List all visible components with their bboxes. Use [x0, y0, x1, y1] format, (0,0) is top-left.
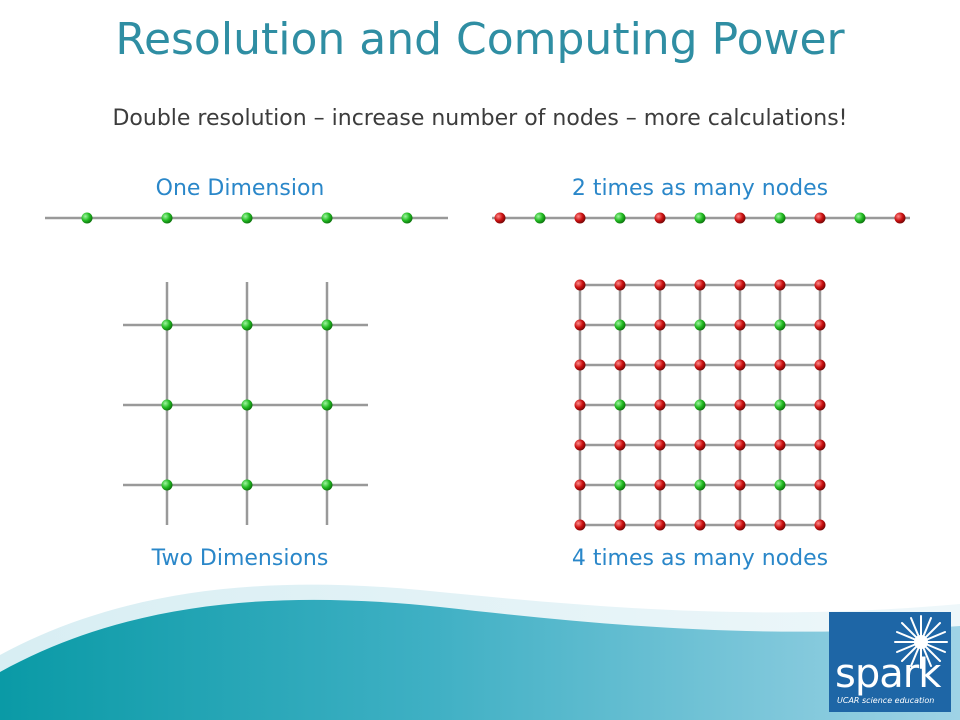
two-d-coarse-node [161, 319, 173, 331]
label-four-times-nodes: 4 times as many nodes [571, 546, 829, 571]
two-d-coarse-node [241, 399, 253, 411]
two-d-fine-node [614, 399, 626, 411]
two-d-fine-node [654, 279, 666, 291]
two-d-fine-node [774, 359, 786, 371]
spark-logo: spark UCAR science education [829, 612, 951, 712]
label-one-dimension: One Dimension [155, 176, 325, 201]
star-burst-icon [894, 615, 948, 669]
two-d-fine-node [574, 279, 586, 291]
two-d-fine-node [614, 319, 626, 331]
page-title: Resolution and Computing Power [115, 14, 845, 65]
one-d-fine-node [694, 212, 706, 224]
two-d-fine-node [814, 399, 826, 411]
two-d-fine-node [574, 359, 586, 371]
logo-wordmark: spark [835, 651, 941, 697]
two-d-fine-node [574, 319, 586, 331]
two-d-fine-node [654, 519, 666, 531]
two-d-fine-node [774, 399, 786, 411]
two-d-fine-node [654, 479, 666, 491]
one-d-fine-node [734, 212, 746, 224]
one-d-fine-node [854, 212, 866, 224]
two-d-coarse-node [241, 479, 253, 491]
one-d-fine-node [574, 212, 586, 224]
two-d-coarse-node [321, 399, 333, 411]
two-d-fine-node [614, 439, 626, 451]
one-d-fine-node [614, 212, 626, 224]
one-d-coarse-node [81, 212, 93, 224]
one-d-coarse-node [401, 212, 413, 224]
two-d-fine-node [774, 279, 786, 291]
one-d-coarse-node [241, 212, 253, 224]
logo-tagline: UCAR science education [837, 696, 935, 705]
two-d-fine-node [734, 439, 746, 451]
two-d-fine-node [614, 359, 626, 371]
two-d-fine-node [814, 439, 826, 451]
two-d-fine-node [694, 439, 706, 451]
two-d-fine-node [774, 319, 786, 331]
two-d-fine-node [694, 279, 706, 291]
grid-nodes [81, 212, 906, 531]
two-d-fine-node [614, 279, 626, 291]
one-d-coarse-node [161, 212, 173, 224]
two-d-coarse-node [241, 319, 253, 331]
one-d-coarse-node [321, 212, 333, 224]
two-d-fine-node [614, 519, 626, 531]
two-d-fine-node [654, 439, 666, 451]
two-d-fine-node [694, 399, 706, 411]
two-d-fine-node [734, 519, 746, 531]
two-d-fine-node [654, 319, 666, 331]
two-d-fine-node [694, 359, 706, 371]
one-d-fine-node [494, 212, 506, 224]
two-d-fine-node [574, 399, 586, 411]
two-d-fine-node [574, 519, 586, 531]
two-d-coarse-node [161, 399, 173, 411]
one-d-fine-node [814, 212, 826, 224]
one-d-fine-node [654, 212, 666, 224]
two-d-fine-node [774, 439, 786, 451]
two-d-coarse-node [161, 479, 173, 491]
two-d-fine-node [574, 439, 586, 451]
two-d-fine-node [774, 519, 786, 531]
two-d-fine-node [814, 319, 826, 331]
two-d-fine-node [574, 479, 586, 491]
two-d-fine-node [814, 279, 826, 291]
page-subtitle: Double resolution – increase number of n… [112, 106, 848, 131]
two-d-fine-node [614, 479, 626, 491]
label-two-dimensions: Two Dimensions [151, 546, 329, 571]
one-d-fine-node [534, 212, 546, 224]
two-d-coarse-node [321, 319, 333, 331]
two-d-fine-node [734, 279, 746, 291]
two-d-fine-node [734, 479, 746, 491]
two-d-fine-node [814, 479, 826, 491]
two-d-fine-node [694, 319, 706, 331]
two-d-coarse-node [321, 479, 333, 491]
two-d-fine-node [814, 359, 826, 371]
two-d-fine-node [814, 519, 826, 531]
two-d-fine-node [734, 359, 746, 371]
label-two-times-nodes: 2 times as many nodes [571, 176, 829, 201]
two-d-fine-node [654, 359, 666, 371]
two-d-fine-node [774, 479, 786, 491]
two-d-fine-node [734, 399, 746, 411]
one-d-fine-node [774, 212, 786, 224]
two-d-fine-node [694, 479, 706, 491]
two-d-fine-node [654, 399, 666, 411]
one-d-fine-node [894, 212, 906, 224]
two-d-fine-node [694, 519, 706, 531]
two-d-fine-node [734, 319, 746, 331]
